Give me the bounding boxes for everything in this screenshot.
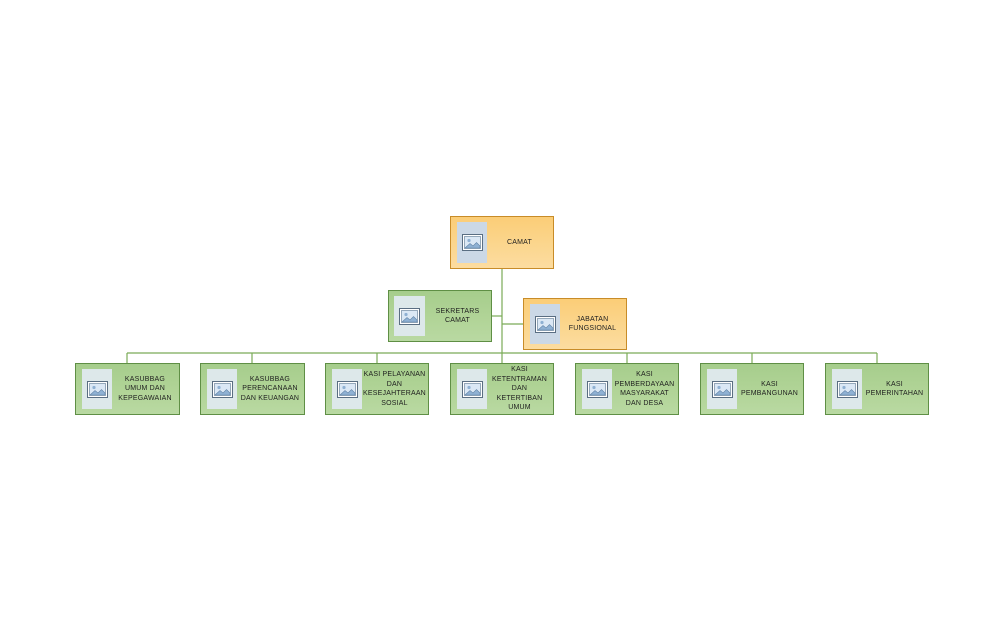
org-node-fungsional[interactable]: JABATAN FUNGSIONAL [523,298,627,350]
org-node-label: SEKRETARS CAMAT [435,307,480,325]
image-placeholder-icon [207,369,237,409]
image-placeholder-icon [707,369,737,409]
org-node-sekretaris[interactable]: SEKRETARS CAMAT [388,290,492,342]
org-node-kasi-pembangunan[interactable]: KASI PEMBANGUNAN [700,363,804,415]
org-node-kasi-ketentraman[interactable]: KASI KETENTRAMAN DAN KETERTIBAN UMUM [450,363,554,415]
org-node-label: JABATAN FUNGSIONAL [568,315,617,333]
image-placeholder-icon [457,369,487,409]
image-placeholder-icon [832,369,862,409]
image-placeholder-icon [394,296,425,336]
org-node-kasubbag-umum[interactable]: KASUBBAG UMUM DAN KEPEGAWAIAN [75,363,180,415]
org-node-kasi-pemerintahan[interactable]: KASI PEMERINTAHAN [825,363,929,415]
image-placeholder-icon [82,369,112,409]
org-node-kasi-pemberdayaan[interactable]: KASI PEMBERDAYAAN MASYARAKAT DAN DESA [575,363,679,415]
org-node-kasi-pelayanan[interactable]: KASI PELAYANAN DAN KESEJAHTERAAN SOSIAL [325,363,429,415]
org-node-label: KASI PEMBERDAYAAN MASYARAKAT DAN DESA [614,371,675,407]
org-node-label: KASI KETENTRAMAN DAN KETERTIBAN UMUM [491,366,548,412]
image-placeholder-icon [530,304,560,344]
org-node-label: KASUBBAG UMUM DAN KEPEGAWAIAN [118,375,172,402]
image-placeholder-icon [332,369,362,409]
org-node-camat[interactable]: CAMAT [450,216,554,269]
org-node-label: KASUBBAG PERENCANAAN DAN KEUANGAN [240,375,300,402]
org-node-label: KASI PEMERINTAHAN [865,380,924,398]
image-placeholder-icon [582,369,612,409]
org-node-label: KASI PELAYANAN DAN KESEJAHTERAAN SOSIAL [363,371,426,407]
org-node-label: KASI PEMBANGUNAN [740,380,799,398]
image-placeholder-icon [457,222,487,263]
org-node-label: CAMAT [507,238,532,246]
org-node-kasubbag-perencanaan[interactable]: KASUBBAG PERENCANAAN DAN KEUANGAN [200,363,305,415]
